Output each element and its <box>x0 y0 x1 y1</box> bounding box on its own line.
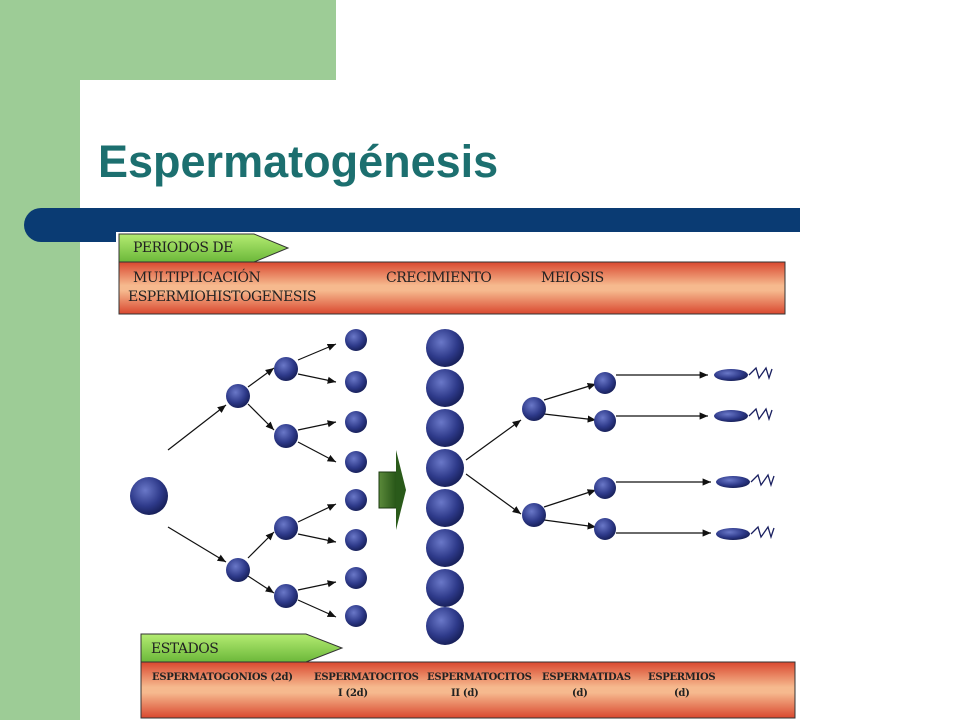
state-espermatocitos-1-sub: I (2d) <box>338 688 368 699</box>
states-band <box>140 661 796 719</box>
secondary-spermatocyte-cell <box>522 503 546 527</box>
periods-band <box>118 261 786 315</box>
spermatogonium-cell <box>274 516 298 540</box>
states-label-arrow <box>140 633 344 663</box>
periods-label: PERIODOS DE <box>133 240 233 256</box>
spermatid-cell <box>594 410 616 432</box>
state-espermios-sub: (d) <box>674 688 690 699</box>
spermatogonium-cell <box>274 357 298 381</box>
state-espermatidas-sub: (d) <box>572 688 588 699</box>
green-header-block <box>0 0 336 80</box>
periods-label-arrow <box>118 233 290 263</box>
period-multiplicacion: MULTIPLICACIÓN <box>133 270 261 286</box>
spermatid-cell <box>594 518 616 540</box>
spermatogonium-cell <box>226 384 250 408</box>
spermatogonium-cell <box>274 584 298 608</box>
period-crecimiento: CRECIMIENTO <box>386 270 492 286</box>
spermatocyte-column <box>426 329 464 645</box>
diagram-graphics <box>118 233 796 719</box>
spermatid-cell <box>594 477 616 499</box>
state-espermatocitos-2-sub: II (d) <box>451 688 479 699</box>
spermatogonia-column <box>345 329 367 627</box>
slide-title: Espermatogénesis <box>98 136 499 187</box>
period-espermiohistogenesis: ESPERMIOHISTOGENESIS <box>128 289 317 305</box>
state-espermatocitos-1: ESPERMATOCITOS <box>314 672 419 683</box>
spermatozoa <box>714 366 775 540</box>
spermatogonium-cell <box>226 558 250 582</box>
secondary-spermatocyte-cell <box>522 397 546 421</box>
state-espermios: ESPERMIOS <box>648 672 716 683</box>
spermatogonium-cell <box>130 477 168 515</box>
growth-arrow <box>378 450 406 530</box>
state-espermatidas: ESPERMATIDAS <box>542 672 631 683</box>
period-meiosis: MEIOSIS <box>541 270 604 286</box>
spermatid-cell <box>594 372 616 394</box>
division-arrows <box>167 343 711 618</box>
states-label: ESTADOS <box>151 641 219 657</box>
spermatogonium-cell <box>274 424 298 448</box>
state-espermatogonios: ESPERMATOGONIOS (2d) <box>152 672 293 683</box>
state-espermatocitos-2: ESPERMATOCITOS <box>427 672 532 683</box>
spermatogenesis-diagram: PERIODOS DE MULTIPLICACIÓN CRECIMIENTO M… <box>116 232 800 720</box>
green-side-strip <box>0 80 80 720</box>
